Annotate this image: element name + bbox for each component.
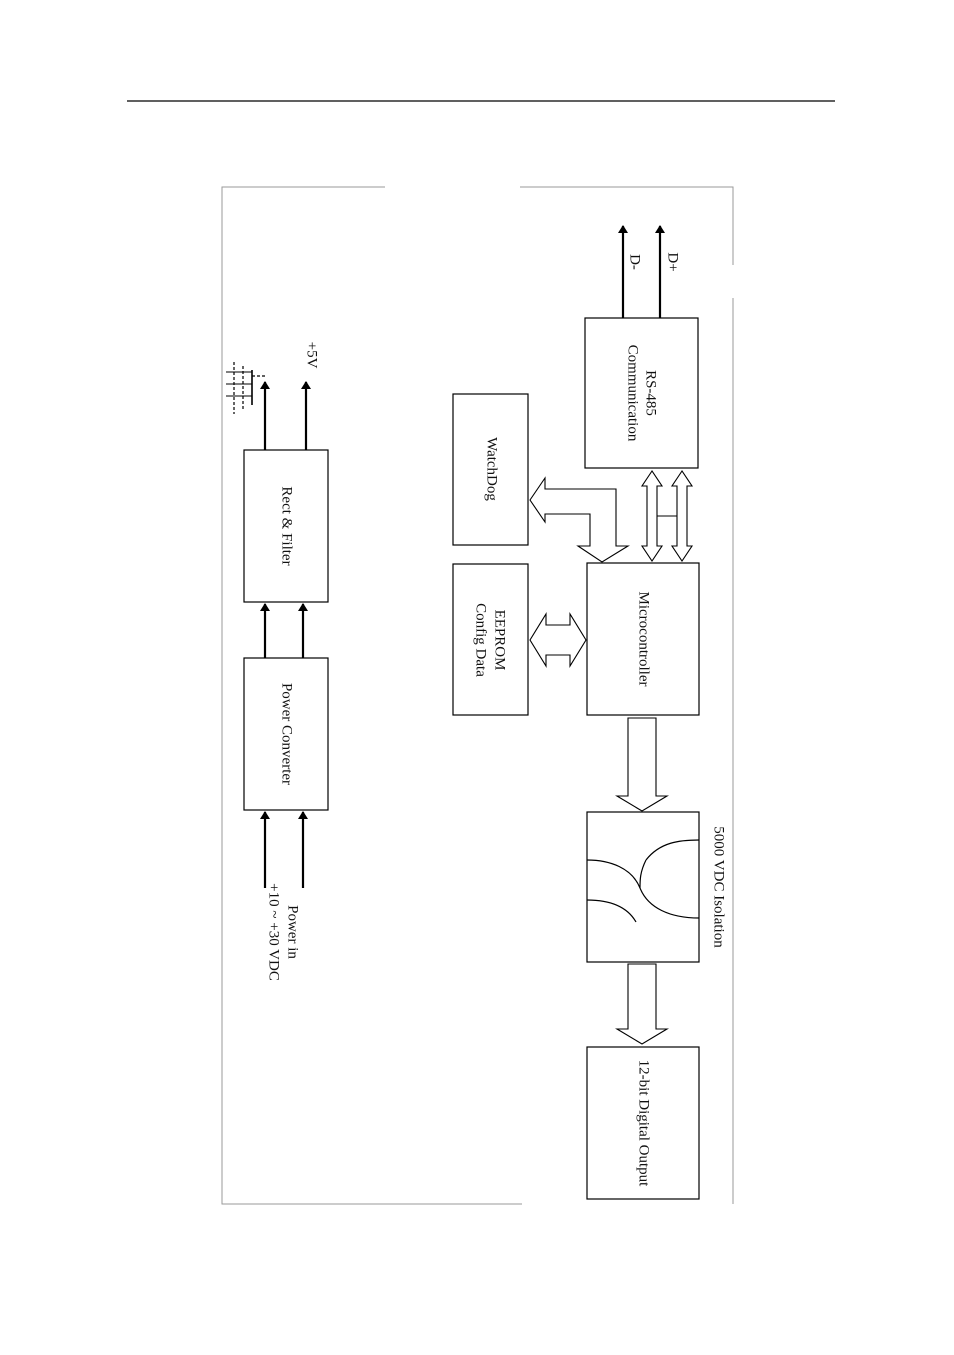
- eeprom-sub-label: Config Data: [473, 603, 489, 677]
- rs485-sub-label: Communication: [625, 345, 641, 442]
- micro-watchdog-bus-arrow: [530, 478, 628, 562]
- power-converter-label: Power Converter: [279, 683, 295, 785]
- isolation-label: 5000 VDC Isolation: [711, 826, 727, 948]
- micro-eeprom-bus-arrow: [530, 614, 586, 666]
- micro-isolation-bus-arrow: [617, 718, 667, 811]
- isolation-block: [587, 812, 699, 962]
- d-minus-label: D-: [627, 254, 643, 270]
- rect-filter-label: Rect & Filter: [279, 486, 295, 565]
- power-in-range-label: +10 ~ +30 VDC: [266, 883, 282, 981]
- eeprom-block: [453, 564, 528, 715]
- power-in-label: Power in: [285, 905, 301, 959]
- eeprom-label: EEPROM: [492, 610, 508, 671]
- rs485-label: RS-485: [643, 370, 659, 416]
- microcontroller-label: Microcontroller: [636, 592, 652, 687]
- d-plus-label: D+: [665, 252, 681, 271]
- diagram-frame-right: [520, 187, 733, 265]
- digital-output-label: 12-bit Digital Output: [636, 1060, 652, 1187]
- plus5v-label: +5V: [304, 342, 320, 369]
- watchdog-label: WatchDog: [484, 437, 500, 501]
- isolation-output-bus-arrow: [617, 964, 667, 1044]
- ground-icon: [226, 362, 265, 414]
